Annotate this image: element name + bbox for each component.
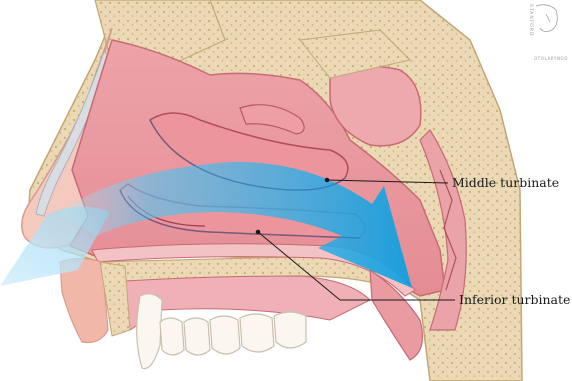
incisor-tooth <box>137 294 162 369</box>
inferior-turbinate-label: Inferior turbinate <box>459 294 570 307</box>
watermark-logo <box>536 5 557 32</box>
teeth-row <box>160 312 306 355</box>
middle-turbinate-label: Middle turbinate <box>452 177 559 190</box>
watermark-vertical-text: STANFORD <box>528 4 533 36</box>
watermark-bottom-text: OTOLARYNGO <box>534 56 568 61</box>
